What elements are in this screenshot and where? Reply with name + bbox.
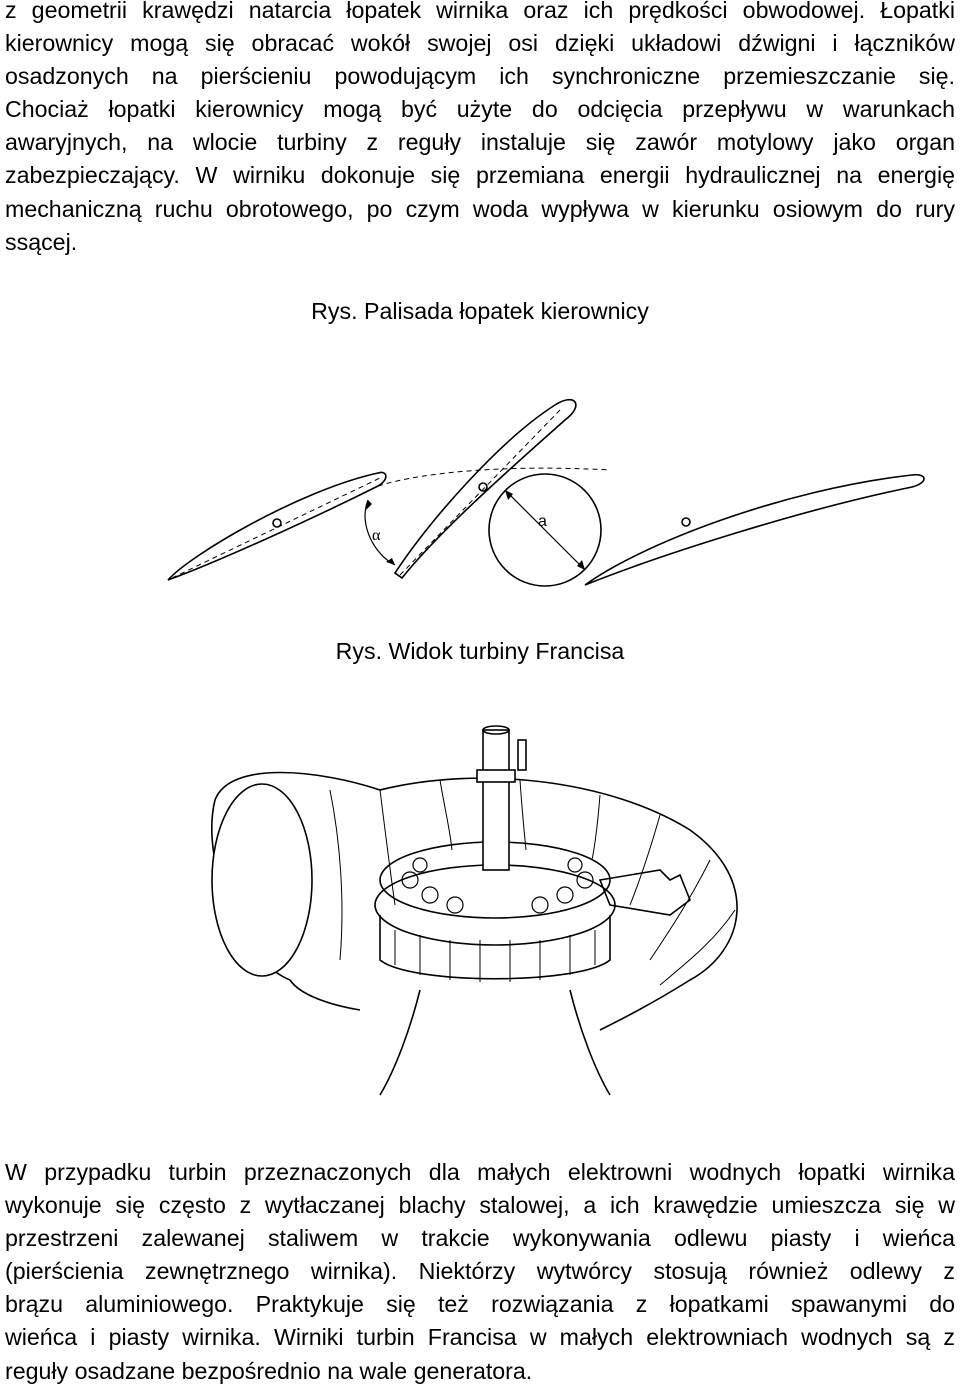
text-line: z geometrii krawędzi natarcia łopatek wi… — [5, 0, 955, 23]
turbine-shaft — [482, 729, 510, 871]
text-line: (pierścienia zewnętrznego wirnika). Niek… — [5, 1258, 955, 1285]
figure1-caption: Rys. Palisada łopatek kierownicy — [311, 298, 649, 324]
text-line: osadzonych na pierścieniu powodującym ic… — [5, 63, 955, 90]
chord-line — [377, 467, 611, 487]
text-line: ssącej. — [5, 228, 78, 255]
text-line: kierownicy mogą się obracać wokół swojej… — [5, 30, 955, 57]
text-line: awaryjnych, na wlocie turbiny z reguły i… — [5, 129, 955, 156]
vane-blade-left — [167, 471, 387, 581]
label-alpha: α — [372, 527, 381, 544]
vane-blade-right — [584, 473, 925, 586]
francis-turbine-drawing — [211, 725, 738, 1096]
vane-pivot-middle — [478, 482, 488, 492]
gate-mechanism — [401, 857, 594, 914]
text-line: mechaniczną ruchu obrotowego, po czym wo… — [5, 195, 955, 222]
casing-inlet — [211, 783, 313, 977]
text-line: wieńca i piasty wirnika. Wirniki turbin … — [5, 1324, 955, 1351]
text-line: przestrzeni zalewanej staliwem w trakcie… — [5, 1225, 955, 1252]
vane-blade-middle — [393, 398, 577, 580]
label-a: a — [538, 513, 547, 530]
runner-ring — [379, 915, 611, 980]
paragraph-bottom: W przypadku turbin przeznaczonych dla ma… — [5, 1156, 955, 1388]
chord-line — [399, 409, 561, 576]
guide-vane-cascade-diagram: α a — [167, 398, 925, 587]
draft-tube — [379, 989, 611, 1096]
chord-line — [171, 477, 381, 579]
text-line: wykonuje się często z wytłaczanej blachy… — [5, 1192, 955, 1219]
spiral-casing — [214, 771, 738, 1031]
text-line: brązu aluminiowego. Praktykuje się też r… — [5, 1291, 955, 1318]
text-line: reguły osadzane bezpośrednio na wale gen… — [5, 1357, 533, 1384]
throat-circle — [488, 473, 602, 587]
servomotor — [598, 869, 691, 916]
text-line: zabezpieczający. W wirniku dokonuje się … — [5, 162, 955, 189]
text-line: W przypadku turbin przeznaczonych dla ma… — [5, 1159, 955, 1185]
dimension-arrow — [504, 489, 586, 571]
vane-pivot-right — [681, 517, 691, 527]
vane-pivot-left — [272, 518, 282, 528]
paragraph-top: z geometrii krawędzi natarcia łopatek wi… — [5, 0, 955, 259]
figure2-caption: Rys. Widok turbiny Francisa — [335, 638, 625, 664]
text-line: Chociaż łopatki kierownicy mogą być użyt… — [5, 96, 955, 123]
